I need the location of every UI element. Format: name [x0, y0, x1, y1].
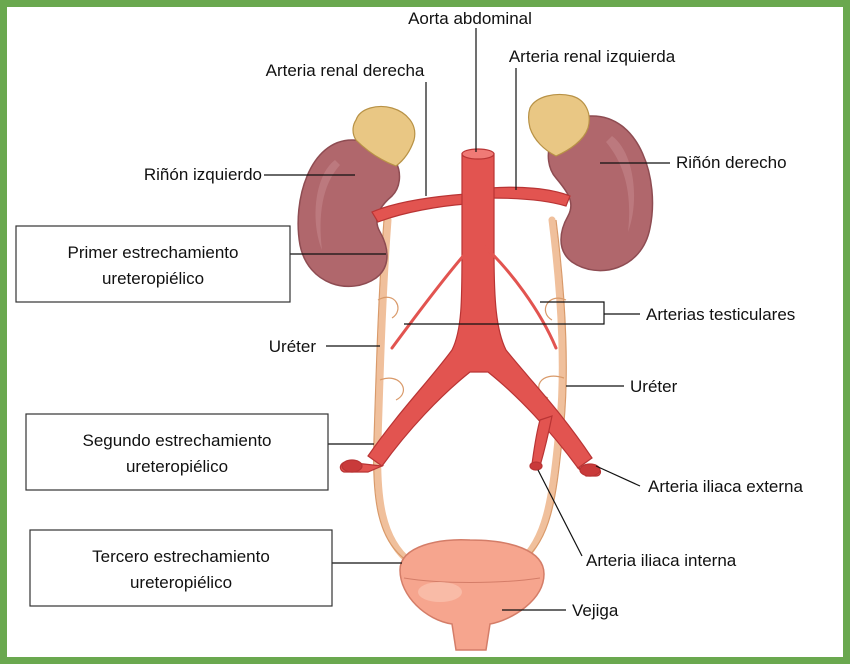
- lead-testicular-top: [404, 302, 604, 324]
- lead-iliac-external: [596, 466, 640, 486]
- bladder-highlight: [418, 582, 462, 602]
- label-iliac-internal: Arteria iliaca interna: [586, 551, 737, 570]
- internal-iliac-right: [532, 416, 552, 466]
- label-renal-left-artery: Arteria renal izquierda: [509, 47, 676, 66]
- label-aorta: Aorta abdominal: [408, 9, 532, 28]
- iliac-end-left: [342, 460, 362, 472]
- first-narrowing-line2: ureteropiélico: [102, 269, 204, 288]
- label-right-kidney: Riñón derecho: [676, 153, 787, 172]
- second-narrowing-box: Segundo estrechamiento ureteropiélico: [26, 414, 328, 490]
- label-testicular: Arterias testiculares: [646, 305, 795, 324]
- label-iliac-external: Arteria iliaca externa: [648, 477, 804, 496]
- third-narrowing-box: Tercero estrechamiento ureteropiélico: [30, 530, 332, 606]
- label-bladder: Vejiga: [572, 601, 619, 620]
- right-kidney: [529, 95, 653, 271]
- aorta-top-ellipse: [462, 149, 494, 159]
- label-box: [30, 530, 332, 606]
- label-ureter-left: Uréter: [269, 337, 317, 356]
- label-box: [26, 414, 328, 490]
- label-ureter-right: Uréter: [630, 377, 678, 396]
- left-kidney: [298, 107, 415, 287]
- renal-artery-right: [490, 187, 570, 206]
- internal-iliac-end: [530, 462, 542, 470]
- first-narrowing-line1: Primer estrechamiento: [67, 243, 238, 262]
- second-narrowing-line1: Segundo estrechamiento: [82, 431, 271, 450]
- second-narrowing-line2: ureteropiélico: [126, 457, 228, 476]
- label-box: [16, 226, 290, 302]
- label-renal-right-artery: Arteria renal derecha: [266, 61, 425, 80]
- third-narrowing-line1: Tercero estrechamiento: [92, 547, 270, 566]
- bladder: [400, 540, 544, 650]
- first-narrowing-box: Primer estrechamiento ureteropiélico: [16, 226, 290, 302]
- vessel-loop-left-2: [380, 378, 403, 400]
- third-narrowing-line2: ureteropiélico: [130, 573, 232, 592]
- label-left-kidney: Riñón izquierdo: [144, 165, 262, 184]
